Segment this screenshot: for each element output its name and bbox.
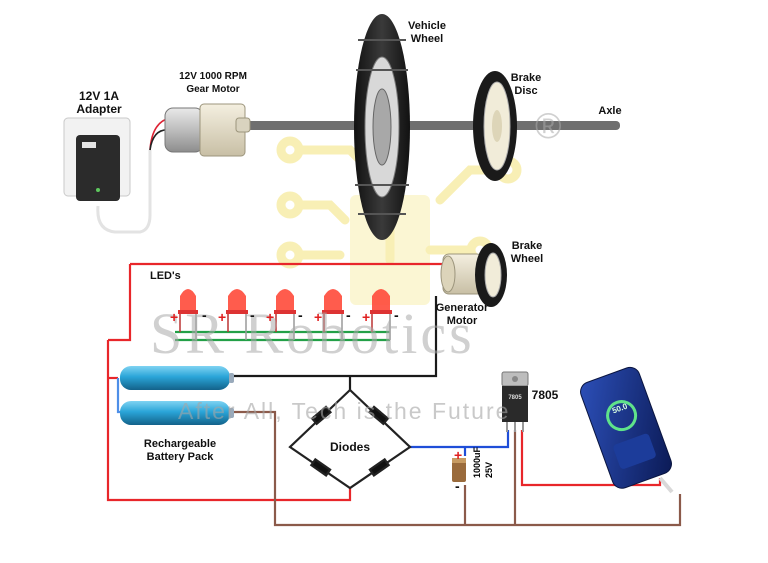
generator-motor-label: Generator Motor (435, 302, 489, 327)
diode-bottom-left (309, 457, 332, 477)
gear-motor-icon (164, 103, 251, 157)
usb-cable (658, 476, 674, 494)
capacitor-value-label: 1000uF (472, 446, 482, 478)
capacitor-icon (452, 458, 466, 482)
led4-plus-sign: + (314, 309, 323, 325)
vehicle-wheel-icon (354, 14, 410, 240)
axle (245, 121, 620, 130)
adapter-label: 12V 1A Adapter (76, 89, 122, 116)
leds-label: LED's (150, 270, 181, 282)
vehicle-wheel-label: Vehicle Wheel (408, 20, 446, 45)
led-array (178, 289, 392, 314)
led1-minus-sign: - (202, 307, 207, 323)
led2-plus-sign: + (218, 309, 227, 325)
diode-bottom-right (368, 457, 391, 477)
adapter-icon (63, 117, 131, 201)
brake-wheel-icon (475, 243, 507, 307)
led-1 (178, 289, 198, 314)
led5-minus-sign: - (394, 307, 399, 323)
capacitor-minus-sign: - (455, 478, 460, 494)
brake-disc-label: Brake Disc (510, 72, 542, 97)
generator-motor-icon (440, 253, 484, 295)
watermark-brand: SR Robotics (150, 301, 475, 366)
diodes-label: Diodes (329, 440, 370, 454)
capacitor-plus-sign: + (454, 447, 463, 463)
led3-plus-sign: + (266, 309, 275, 325)
regulator-marking: 7805 (508, 395, 522, 401)
battery-pack-icon (120, 366, 234, 425)
led3-minus-sign: - (298, 307, 303, 323)
bridge-rectifier (288, 388, 412, 490)
registered-mark: ® (535, 105, 562, 146)
led-3 (274, 289, 296, 314)
watermark-tagline: After All, Tech is the Future (178, 398, 511, 424)
led2-minus-sign: - (250, 307, 255, 323)
regulator-label: 7805 (531, 388, 559, 402)
capacitor-voltage-label: 25V (484, 461, 494, 478)
led-4 (322, 289, 344, 314)
regulator-icon (501, 371, 529, 432)
led-5 (370, 289, 392, 314)
gear-motor-label: 12V 1000 RPM Gear Motor (179, 71, 247, 95)
led4-minus-sign: - (346, 307, 351, 323)
led-2 (226, 289, 248, 314)
power-bank-icon (580, 366, 672, 489)
brake-wheel-label: Brake Wheel (510, 240, 544, 265)
wires (96, 117, 682, 527)
diode-top-right (367, 405, 390, 426)
led1-plus-sign: + (170, 309, 179, 325)
diode-top-left (310, 405, 333, 426)
battery-pack-label: Rechargeable Battery Pack (143, 438, 217, 463)
axle-label: Axle (598, 105, 622, 117)
led5-plus-sign: + (362, 309, 371, 325)
brake-disc-icon (473, 71, 517, 181)
